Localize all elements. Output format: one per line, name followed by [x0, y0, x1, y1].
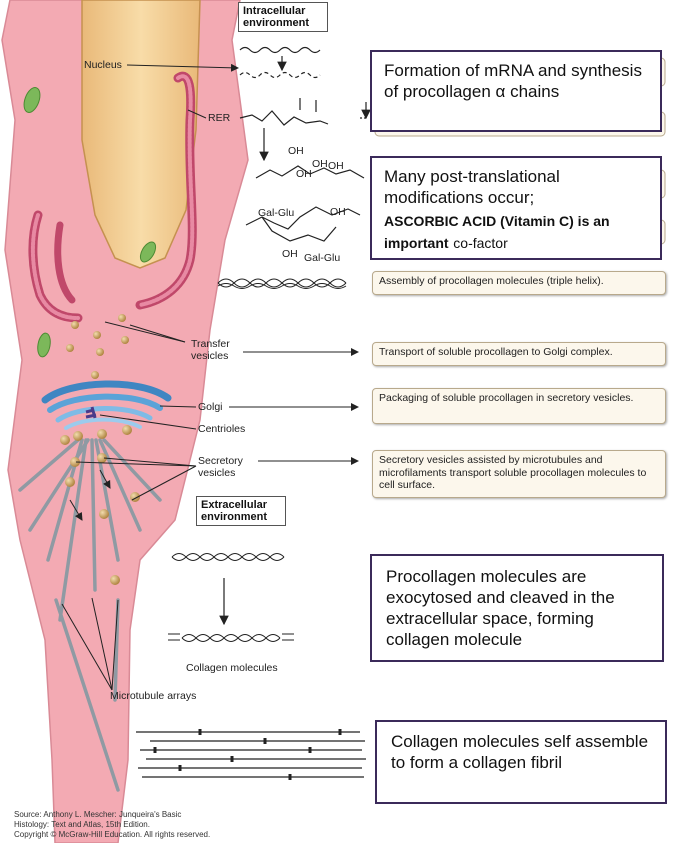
callout-exocytosis: Procollagen molecules are exocytosed and…	[370, 554, 664, 662]
step-packaging: Packaging of soluble procollagen in secr…	[372, 388, 666, 424]
oh-label-6: OH	[282, 248, 298, 260]
golgi-label: Golgi	[198, 401, 223, 413]
source-line-3: Copyright © McGraw-Hill Education. All r…	[14, 830, 211, 839]
intracellular-header: Intracellular environment	[238, 2, 328, 32]
source-line-1: Source: Anthony L. Mescher: Junqueira's …	[14, 810, 182, 819]
oh-label-4: OH	[296, 168, 312, 180]
microtubule-arrays-label: Microtubule arrays	[110, 690, 197, 702]
callout-modifications-intro: Many post-translational modifications oc…	[384, 167, 560, 207]
oh-label-2: OH	[312, 158, 328, 170]
nucleus-shape	[81, 0, 201, 269]
step-secretory: Secretory vesicles assisted by microtubu…	[372, 450, 666, 498]
oh-label-1: OH	[288, 145, 304, 157]
oh-label-3: OH	[328, 160, 344, 172]
mitochondria	[23, 87, 157, 358]
procollagen-helix	[171, 553, 285, 626]
callout-fibril: Collagen molecules self assemble to form…	[375, 720, 667, 804]
rer-label: RER	[208, 112, 231, 124]
centrioles-shape	[85, 406, 97, 419]
golgi-shape	[41, 380, 172, 430]
triple-helix	[217, 278, 347, 289]
step-transport: Transport of soluble procollagen to Golg…	[372, 342, 666, 366]
extracellular-header: Extracellular environment	[196, 496, 286, 526]
step-assembly: Assembly of procollagen molecules (tripl…	[372, 271, 666, 295]
callout-modifications: Many post-translational modifications oc…	[370, 156, 662, 260]
transfer-vesicles	[66, 314, 129, 379]
hydroxylated-chain	[245, 165, 365, 242]
collagen-helix	[168, 633, 294, 642]
secretory-vesicles	[60, 425, 140, 585]
collagen-fibril	[136, 729, 366, 780]
secretory-vesicles-label: Secretory vesicles	[198, 455, 243, 479]
centrioles-label: Centrioles	[198, 423, 246, 435]
oh-label-5: OH	[330, 206, 346, 218]
transfer-vesicles-label: Transfer vesicles	[191, 338, 230, 362]
callout-modifications-rest: co-factor	[453, 235, 508, 251]
source-line-2: Histology: Text and Atlas, 15th Edition.	[14, 820, 150, 829]
mrna-strands	[239, 46, 371, 162]
nucleus-label: Nucleus	[84, 59, 122, 71]
callout-mrna: Formation of mRNA and synthesis of proco…	[370, 50, 662, 132]
source-credit: Source: Anthony L. Mescher: Junqueira's …	[14, 810, 210, 840]
gal-glu-label-1: Gal-Glu	[258, 207, 295, 219]
collagen-molecules-label: Collagen molecules	[186, 662, 278, 674]
callout-modifications-strong: ASCORBIC ACID (Vitamin C) is an importan…	[384, 213, 610, 251]
gal-glu-label-2: Gal-Glu	[304, 252, 341, 264]
